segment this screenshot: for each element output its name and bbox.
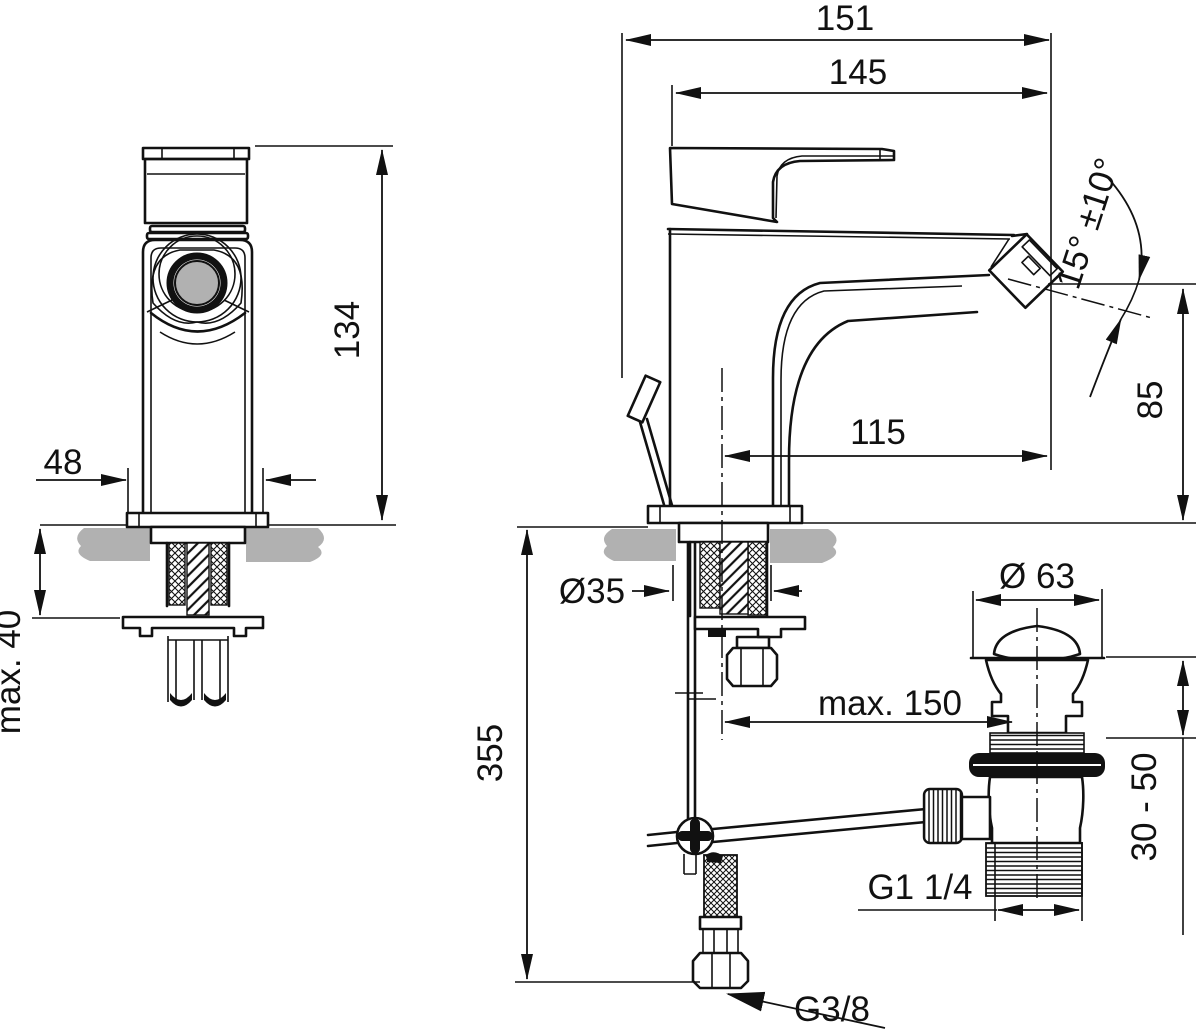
angle-arc-upper [1107, 177, 1151, 281]
front-mounting [121, 511, 270, 707]
dimension-lines [34, 34, 1189, 1029]
front-view [40, 146, 396, 707]
base-plate-side [646, 504, 804, 525]
g38-leader [726, 991, 886, 1029]
spout-nozzle [987, 232, 1065, 310]
base-plate [125, 511, 270, 529]
waste-lower-body [987, 775, 1085, 845]
label-waste-clamping-range: 30 - 50 [1125, 753, 1164, 862]
label-max-rod-reach: max. 150 [818, 684, 962, 723]
waste-thread-g114 [985, 842, 1083, 897]
side-mounting [646, 504, 807, 688]
side-body [666, 146, 1065, 516]
label-max-deck-thickness: max. 40 [0, 610, 28, 735]
extension-lines [32, 33, 1196, 983]
label-spout-height: 85 [1131, 381, 1170, 420]
popup-lever [646, 807, 928, 875]
braided-hose [703, 854, 738, 918]
g38-hex-nut [691, 951, 750, 990]
popup-waste-assembly [922, 624, 1106, 897]
label-body-height: 134 [328, 301, 367, 359]
label-spout-reach: 115 [850, 413, 906, 452]
label-spout-angle: 15° ±10° [1049, 153, 1128, 293]
spout-axis-centerline [1007, 278, 1153, 319]
centerlines [721, 278, 1153, 900]
label-shank-diameter: Ø35 [559, 572, 625, 611]
label-waste-flange-diameter: Ø 63 [999, 557, 1075, 596]
label-waste-thread: G1 1/4 [867, 868, 972, 907]
popup-knob [626, 374, 662, 424]
front-body [141, 233, 254, 516]
side-handle [668, 146, 896, 224]
label-supply-thread: G3/8 [794, 990, 870, 1029]
label-overall-length: 151 [816, 0, 874, 38]
front-handle [141, 146, 251, 241]
popup-rod-lower [686, 540, 697, 852]
adjustment-knob [922, 787, 964, 845]
dimension-labels: 151 145 134 48 max. 40 115 85 15° ±10° Ø… [0, 0, 1170, 1029]
mounting-washer [121, 615, 265, 638]
aerator-outer-ring [152, 233, 242, 323]
label-body-length: 145 [829, 53, 887, 92]
aerator-outlet [174, 260, 220, 306]
countertop-sections [77, 528, 837, 563]
label-base-width: 48 [44, 443, 83, 482]
popup-rod [626, 374, 678, 524]
supply-hex-nut [725, 646, 779, 688]
side-view [626, 146, 1065, 990]
threaded-stud [186, 542, 210, 616]
angle-arc-lower [1089, 318, 1122, 398]
label-hose-length: 355 [471, 724, 510, 782]
aerator-dark-ring [166, 252, 228, 314]
spout-edge [771, 273, 991, 516]
supply-hose [691, 852, 750, 990]
break-marks [675, 692, 716, 700]
